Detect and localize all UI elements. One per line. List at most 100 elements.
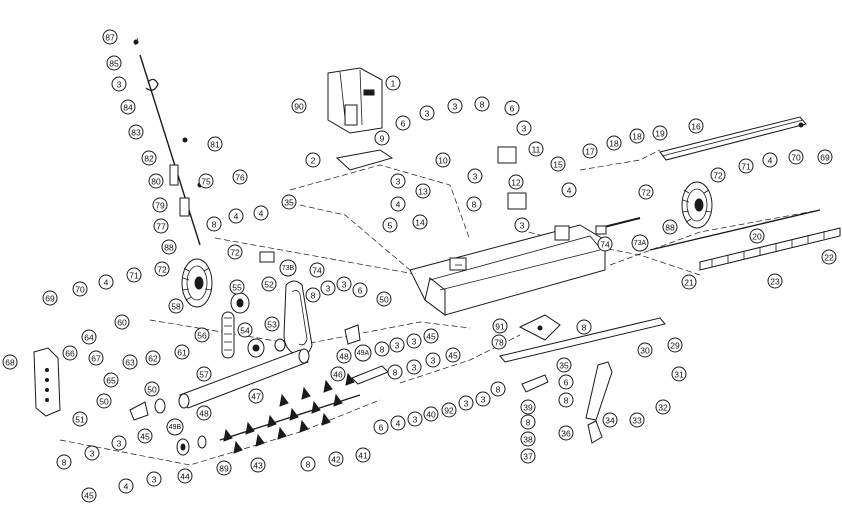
label-text: 87 (105, 33, 115, 43)
label-text: 84 (123, 103, 133, 113)
label-text: 1 (391, 79, 396, 89)
label-circle (355, 447, 371, 463)
label-circle (81, 329, 97, 345)
label-text: 11 (532, 145, 541, 155)
part-label-l29: 29 (667, 337, 683, 353)
label-circle (423, 406, 439, 422)
label-circle (412, 214, 428, 230)
label-text: 3 (413, 415, 418, 425)
label-text: 50 (147, 385, 157, 395)
label-circle (152, 197, 168, 213)
label-circle (114, 314, 130, 330)
label-text: 18 (609, 139, 619, 149)
label-text: 3 (464, 399, 469, 409)
label-text: 66 (65, 349, 75, 359)
part-label-l3g: 3 (389, 337, 405, 353)
label-circle (72, 411, 88, 427)
label-text: 8 (582, 323, 587, 333)
part-label-l3s: 3 (514, 217, 530, 233)
label-text: 32 (658, 403, 668, 413)
label-circle (253, 205, 269, 221)
label-circle (561, 182, 577, 198)
label-circle (206, 216, 222, 232)
label-text: 49B (169, 424, 182, 431)
part-label-l47: 47 (248, 388, 264, 404)
label-text: 3 (395, 341, 400, 351)
label-circle (423, 328, 439, 344)
part-label-l49A: 49A (354, 344, 372, 362)
label-circle (96, 393, 112, 409)
label-text: 75 (201, 177, 211, 187)
label-text: 54 (240, 326, 250, 336)
label-text: 73A (634, 240, 647, 247)
label-text: 46 (333, 370, 343, 380)
label-circle (492, 318, 508, 334)
label-text: 8 (496, 385, 501, 395)
part-label-l39: 39 (520, 399, 536, 415)
label-circle (248, 388, 264, 404)
label-circle (662, 219, 678, 235)
part-label-l78: 78 (491, 334, 507, 350)
part-label-l35b: 35 (556, 357, 572, 373)
label-circle (56, 454, 72, 470)
part-label-l43: 43 (250, 457, 266, 473)
label-text: 61 (177, 348, 187, 358)
label-circle (435, 152, 451, 168)
part-label-l40: 40 (423, 406, 439, 422)
label-circle (232, 169, 248, 185)
label-circle (520, 448, 536, 464)
label-text: 83 (131, 128, 141, 138)
part-label-l65: 65 (103, 372, 119, 388)
label-text: 85 (109, 59, 119, 69)
part-label-l23: 23 (767, 273, 783, 289)
part-label-l4g: 4 (561, 182, 577, 198)
part-label-l8g: 8 (490, 381, 506, 397)
part-label-l45d: 45 (445, 347, 461, 363)
label-text: 3 (412, 363, 417, 373)
part-label-l3a: 3 (111, 76, 127, 92)
label-text: 71 (741, 162, 751, 172)
label-circle (352, 282, 368, 298)
part-label-l75: 75 (198, 173, 214, 189)
part-label-l9: 9 (374, 130, 390, 146)
label-text: 6 (358, 286, 363, 296)
label-circle (817, 149, 833, 165)
label-circle (474, 96, 490, 112)
label-circle (261, 276, 277, 292)
label-circle (467, 168, 483, 184)
label-text: 48 (339, 352, 349, 362)
mower-deck-housing (409, 224, 606, 316)
label-text: 16 (691, 122, 701, 132)
label-circle (681, 274, 697, 290)
label-circle (445, 347, 461, 363)
label-text: 4 (124, 482, 129, 492)
label-text: 60 (117, 318, 127, 328)
label-text: 35 (284, 198, 294, 208)
label-text: 8 (564, 396, 569, 406)
label-circle (144, 381, 160, 397)
label-circle (602, 412, 618, 428)
part-label-l66: 66 (62, 345, 78, 361)
label-text: 45 (448, 351, 458, 361)
label-text: 23 (770, 277, 780, 287)
label-text: 18 (632, 132, 642, 142)
part-label-l37: 37 (520, 448, 536, 464)
part-label-l45c: 45 (423, 328, 439, 344)
label-text: 70 (75, 285, 85, 295)
part-label-l84: 84 (120, 99, 136, 115)
part-label-l5: 5 (382, 217, 398, 233)
part-label-l69a: 69 (42, 290, 58, 306)
label-text: 2 (311, 156, 316, 166)
label-circle (216, 460, 232, 476)
label-text: 3 (396, 177, 401, 187)
part-label-l8b: 8 (305, 287, 321, 303)
label-circle (320, 280, 336, 296)
label-text: 3 (481, 395, 486, 405)
end-plate (33, 347, 61, 417)
label-circle (504, 100, 520, 116)
part-label-l58: 58 (168, 298, 184, 314)
label-text: 44 (180, 472, 190, 482)
label-circle (407, 411, 423, 427)
label-text: 22 (824, 253, 834, 263)
part-label-l3o: 3 (447, 98, 463, 114)
